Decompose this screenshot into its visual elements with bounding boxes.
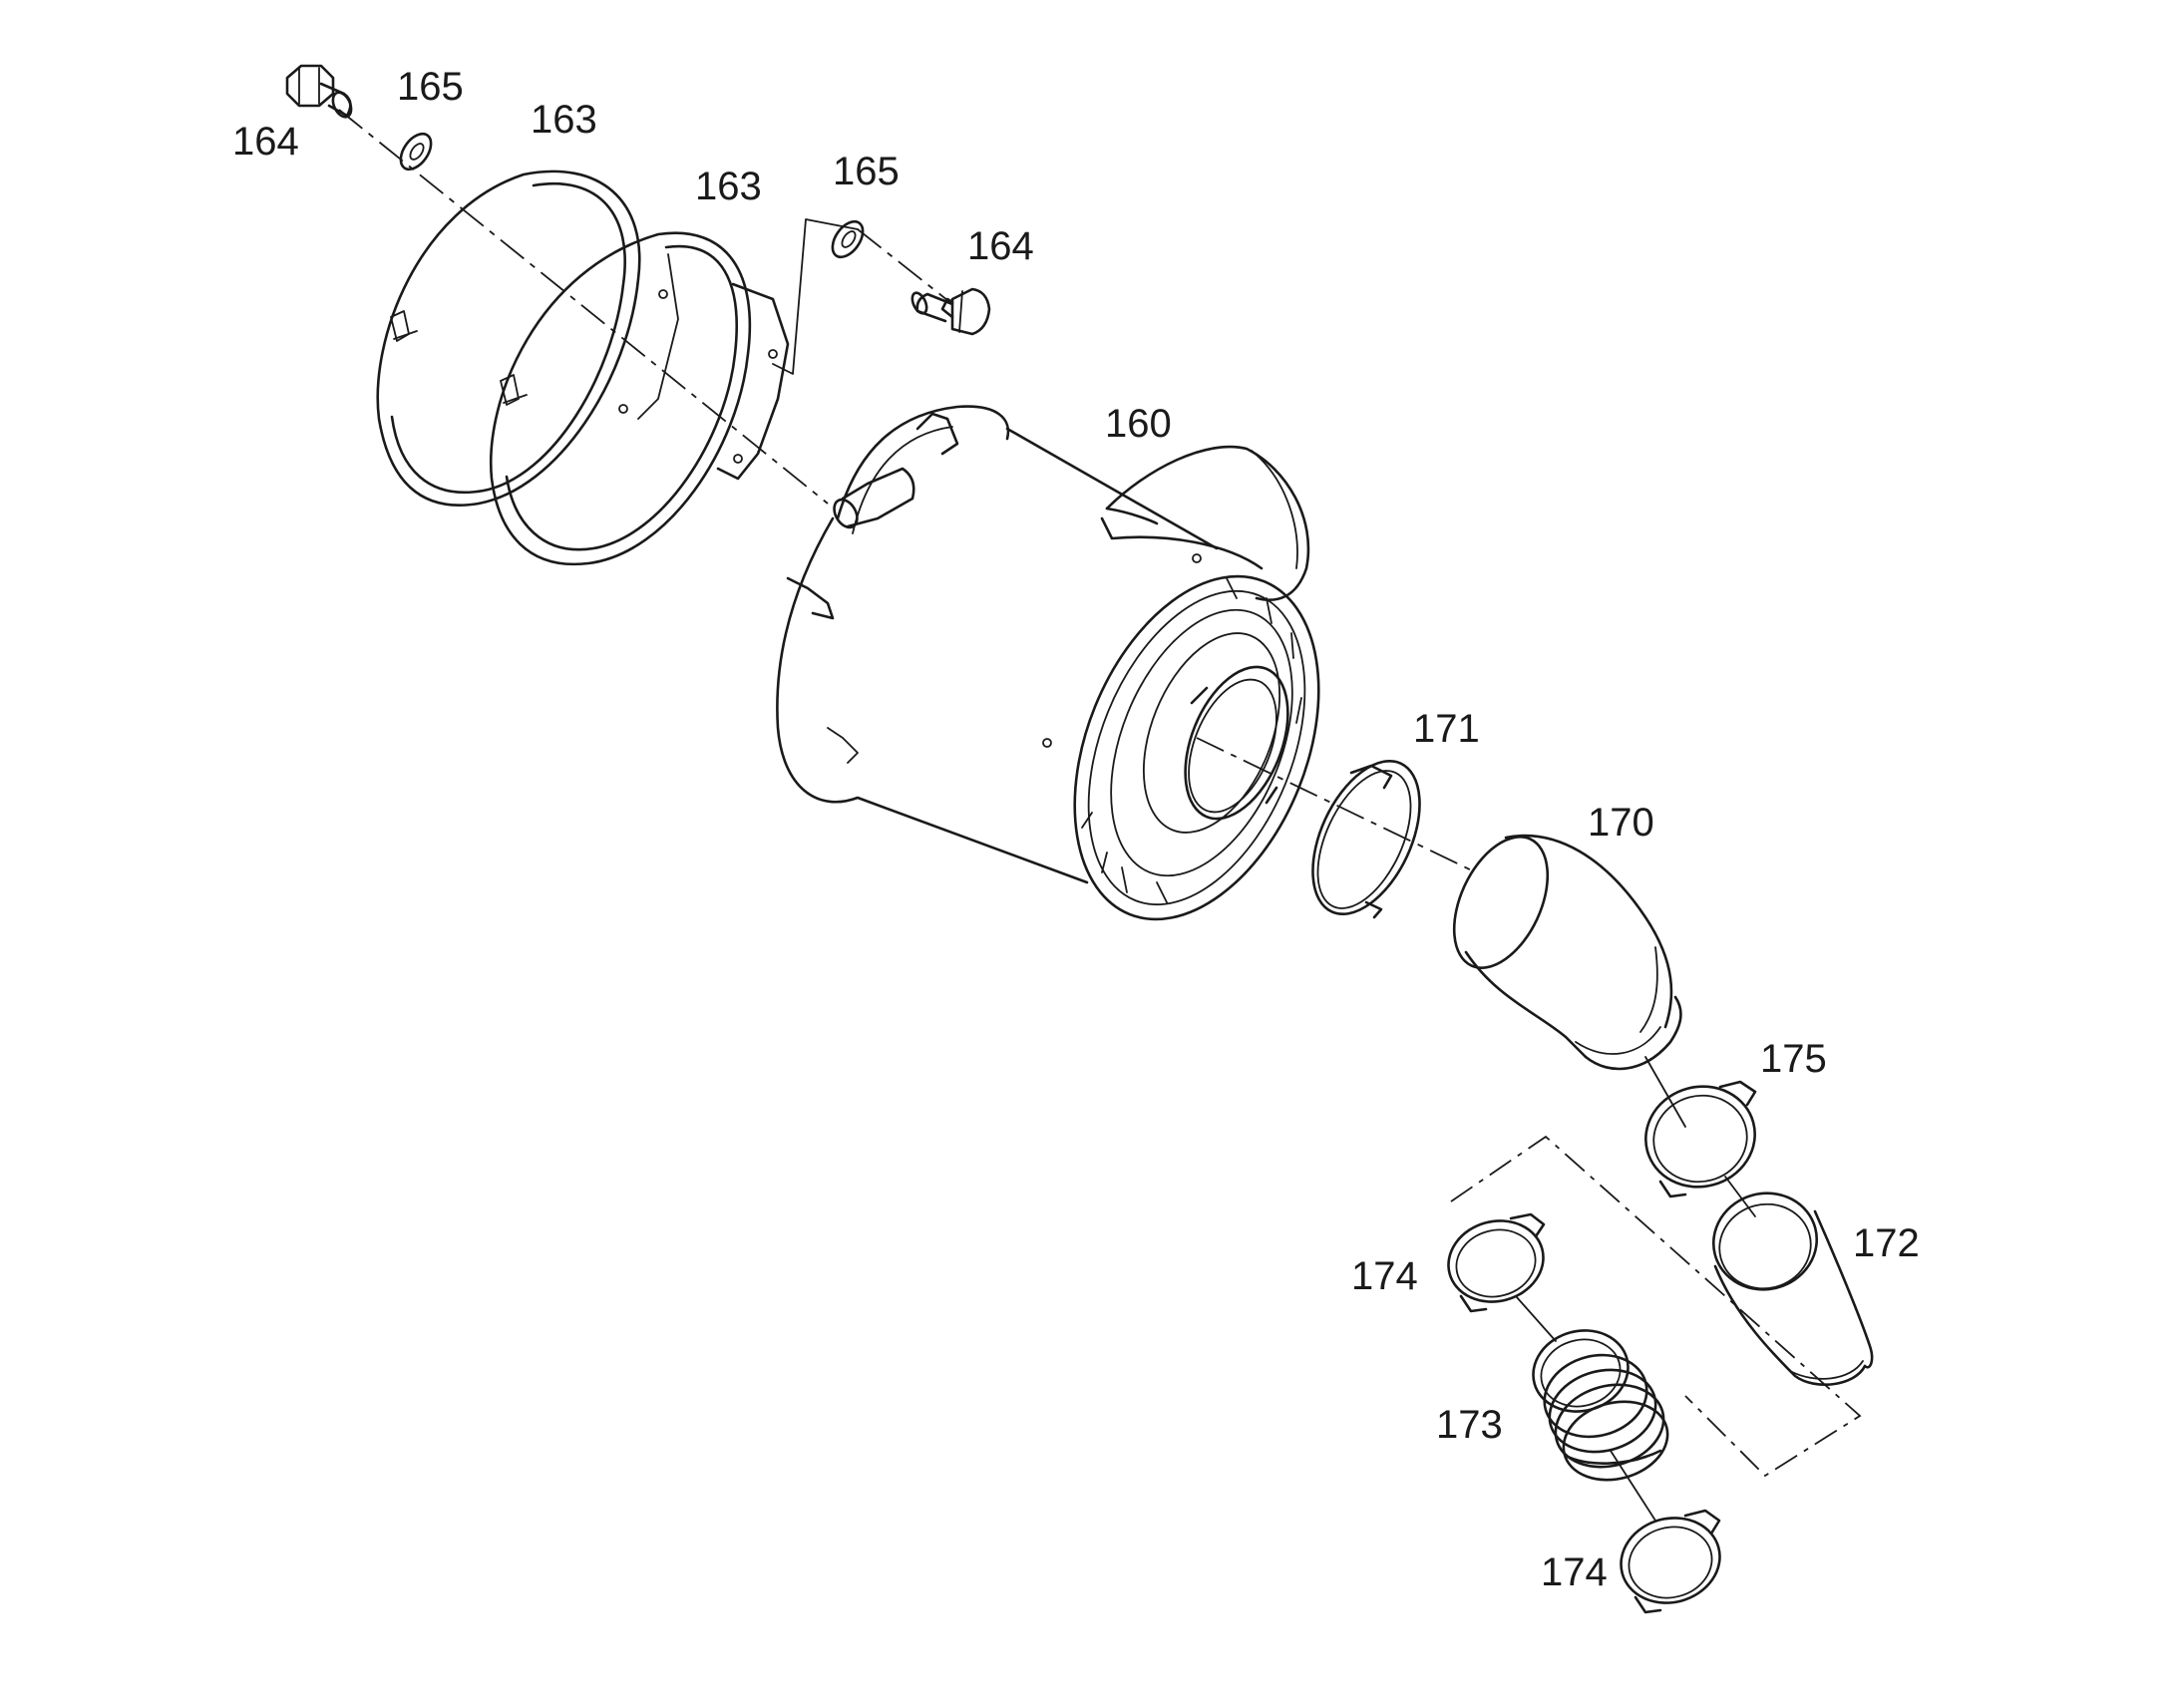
washer-right <box>831 219 865 259</box>
label-washer-top-left: 165 <box>397 65 464 109</box>
clamp-bellows-bottom <box>1620 1509 1721 1614</box>
washer-top-left <box>399 132 433 171</box>
label-washer-right: 165 <box>833 150 900 193</box>
strap-outer <box>376 170 641 507</box>
label-bolt-right: 164 <box>967 224 1034 268</box>
label-clamp-lower: 175 <box>1760 1037 1827 1081</box>
strap-inner <box>489 231 790 566</box>
bolt-top-left <box>285 64 353 119</box>
label-reducer-hose: 172 <box>1853 1221 1920 1265</box>
reducer-hose <box>1711 1192 1874 1387</box>
clamp-outlet <box>1311 759 1421 919</box>
label-strap-inner: 163 <box>695 165 762 208</box>
elbow-hose <box>1452 834 1682 1071</box>
label-clamp-bellows-top: 174 <box>1351 1254 1418 1298</box>
clamp-bellows-top <box>1447 1212 1546 1313</box>
label-elbow-hose: 170 <box>1588 801 1654 845</box>
bellows <box>1532 1329 1669 1482</box>
label-strap-outer: 163 <box>531 98 597 142</box>
label-bellows: 173 <box>1436 1403 1503 1447</box>
label-filter-housing: 160 <box>1105 402 1172 446</box>
label-clamp-outlet: 171 <box>1413 707 1480 751</box>
filter-housing <box>776 405 1320 921</box>
clamp-lower <box>1644 1080 1757 1198</box>
label-clamp-bellows-bottom: 174 <box>1541 1550 1608 1594</box>
bolt-right <box>910 287 991 336</box>
part-labels: 164 165 163 163 165 164 160 171 170 175 … <box>232 65 1920 1594</box>
label-bolt-top-left: 164 <box>232 120 299 164</box>
